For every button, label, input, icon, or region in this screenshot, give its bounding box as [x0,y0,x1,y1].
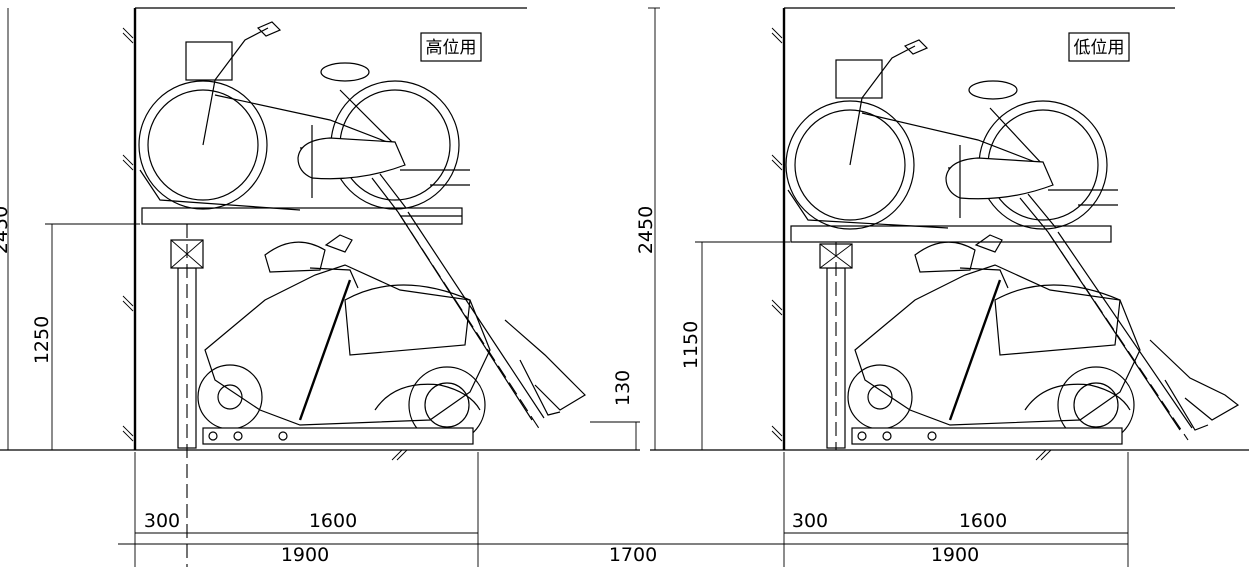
left-tilt-arm [371,173,586,431]
bicycle-basket [185,41,233,81]
left-total-height-label: 2450 [0,206,12,254]
bicycle-basket-right [835,59,883,99]
left-tray-height-label: 130 [612,370,634,406]
wall-hatch-right [771,27,1052,461]
left-deck-length-label: 1600 [309,510,357,532]
left-unit-width-label: 1900 [281,544,329,566]
chain-guard [297,137,406,180]
left-unit: 高位用 2450 1250 130 300 1600 1900 [0,7,640,567]
bicycle-saddle-right [968,80,1018,100]
upper-bicycle-right [785,39,1118,230]
left-tag: 高位用 [426,38,477,58]
right-tilt-arm [1019,193,1240,441]
left-post-offset-label: 300 [144,510,180,532]
right-unit-width-label: 1900 [931,544,979,566]
wall-hatch [122,27,408,461]
left-scooter [197,234,491,444]
right-deck-height-label: 1150 [680,321,702,369]
right-post-offset-label: 300 [792,510,828,532]
chain-guard-right [945,157,1054,200]
bicycle-saddle [320,62,370,82]
right-tag: 低位用 [1074,38,1125,58]
right-scooter [847,234,1141,444]
right-deck-length-label: 1600 [959,510,1007,532]
right-total-height-label: 2450 [635,206,657,254]
right-unit: 低位用 2450 1150 300 1600 1900 [635,7,1249,567]
left-deck-height-label: 1250 [31,316,53,364]
right-tag-box [1068,32,1130,62]
gap-width-label: 1700 [609,544,657,566]
upper-bicycle [138,21,470,211]
floor-tray-right [851,427,1123,445]
left-tag-box [420,32,482,62]
floor-tray [202,427,474,445]
